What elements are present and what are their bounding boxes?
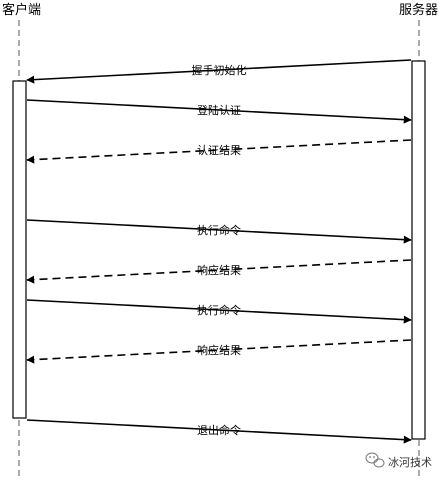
message-label-2: 登陆认证: [197, 103, 241, 117]
watermark: 冰河技术: [365, 452, 432, 469]
message-arrow-1: [26, 59, 412, 84]
activation-client: [12, 80, 27, 419]
message-label-5: 响应结果: [197, 263, 241, 277]
watermark-text: 冰河技术: [388, 456, 432, 469]
message-label-1: 握手初始化: [192, 63, 247, 77]
message-arrow-4: [26, 219, 412, 244]
message-label-6: 执行命令: [197, 303, 241, 317]
activation-server: [411, 60, 426, 440]
wechat-icon: [365, 452, 385, 468]
message-label-3: 认证结果: [197, 144, 241, 157]
participant-client-label: 客户端: [2, 2, 41, 18]
message-label-4: 执行命令: [197, 223, 241, 237]
message-label-7: 响应结果: [197, 343, 241, 357]
message-arrow-6: [26, 299, 412, 324]
message-arrow-2: [26, 99, 412, 124]
message-arrow-8: [26, 419, 412, 444]
message-label-8: 退出命令: [197, 423, 241, 437]
participant-server-label: 服务器: [399, 2, 438, 18]
